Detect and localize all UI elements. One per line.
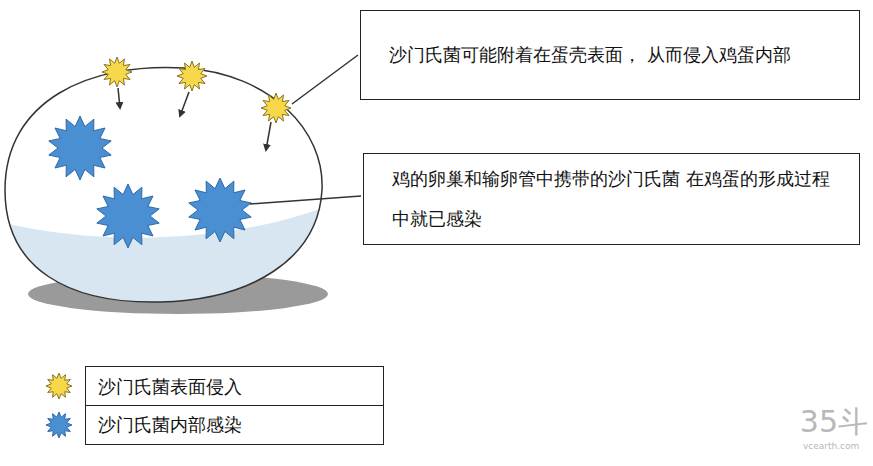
egg-content — [0, 205, 330, 310]
legend-text: 沙门氏菌表面侵入 — [98, 375, 242, 399]
legend-swatch-star — [46, 412, 72, 438]
bacterium-star — [102, 57, 132, 87]
callout-box: 沙门氏菌可能附着在蛋壳表面， 从而侵入鸡蛋内部 — [360, 10, 860, 100]
legend-swatch — [44, 410, 74, 440]
legend-text: 沙门氏菌内部感染 — [98, 413, 242, 437]
bacterium-star — [189, 178, 251, 242]
invasion-arrow — [180, 92, 189, 116]
leader-line — [292, 55, 358, 104]
bacterium-star — [49, 116, 111, 180]
legend-swatch-star — [46, 373, 72, 399]
invasion-arrow — [266, 122, 271, 150]
callout-box: 鸡的卵巢和输卵管中携带的沙门氏菌 在鸡蛋的形成过程中就已感染 — [363, 153, 860, 245]
legend-box: 沙门氏菌内部感染 — [85, 405, 384, 445]
bacterium-star — [261, 93, 291, 123]
callout-text: 鸡的卵巢和输卵管中携带的沙门氏菌 在鸡蛋的形成过程中就已感染 — [392, 159, 841, 239]
bacterium-star — [97, 184, 159, 248]
invasion-arrow — [118, 88, 120, 108]
egg-outline — [5, 67, 322, 302]
watermark: 35斗 — [800, 402, 868, 443]
leader-line — [250, 196, 361, 204]
bacterium-star — [177, 61, 207, 91]
legend-box: 沙门氏菌表面侵入 — [85, 366, 384, 407]
bacteria-stars — [49, 57, 291, 248]
callout-text: 沙门氏菌可能附着在蛋壳表面， 从而侵入鸡蛋内部 — [389, 35, 841, 75]
watermark: vcearth.com — [803, 441, 859, 451]
legend-swatch — [44, 371, 74, 401]
